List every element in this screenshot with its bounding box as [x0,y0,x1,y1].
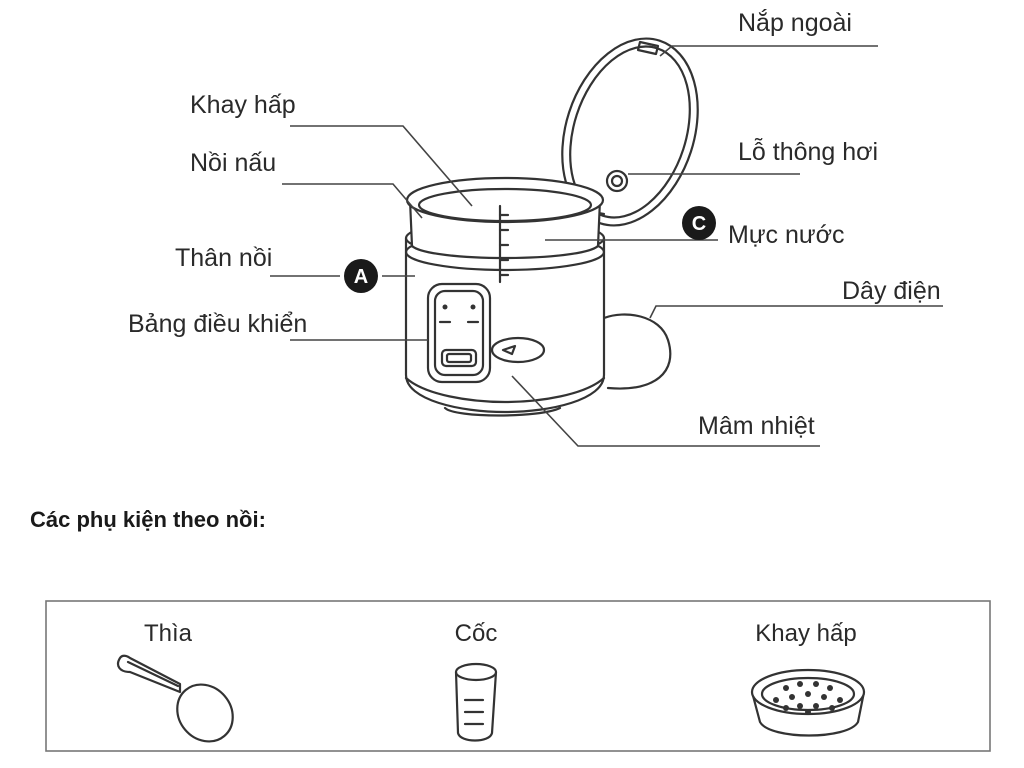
rice-cooker-illustration [404,37,699,417]
control-panel-illustration [426,282,492,384]
power-cord-illustration [602,313,672,390]
steam-tray-icon [750,668,866,737]
accessories-heading: Các phụ kiện theo nồi: [30,507,266,532]
accessory-label-steam-tray: Khay hấp [755,620,856,647]
label-vent-hole: Lỗ thông hơi [738,137,878,166]
label-inner-pot: Nồi nấu [190,149,276,177]
accessories-box [45,600,991,752]
label-control-panel: Bảng điều khiển [128,310,307,338]
measuring-cup-icon [454,662,498,742]
label-cooker-body: Thân nồi [175,244,272,272]
badge-c: C [682,206,716,240]
rice-paddle-icon [116,654,234,743]
svg-text:A: A [354,266,368,288]
accessory-label-spoon: Thìa [144,620,193,647]
badge-a: A [344,259,378,293]
label-water-level: Mực nước [728,221,845,249]
leader-lines [270,45,943,447]
accessory-label-cup: Cốc [455,620,498,647]
svg-text:C: C [692,213,706,235]
vent-hole-illustration [605,169,629,193]
label-outer-lid: Nắp ngoài [738,8,852,37]
label-power-cord: Dây điện [842,277,941,305]
inner-pot-illustration [405,176,605,284]
label-steam-tray: Khay hấp [190,91,296,119]
label-heating-plate: Mâm nhiệt [698,412,815,440]
